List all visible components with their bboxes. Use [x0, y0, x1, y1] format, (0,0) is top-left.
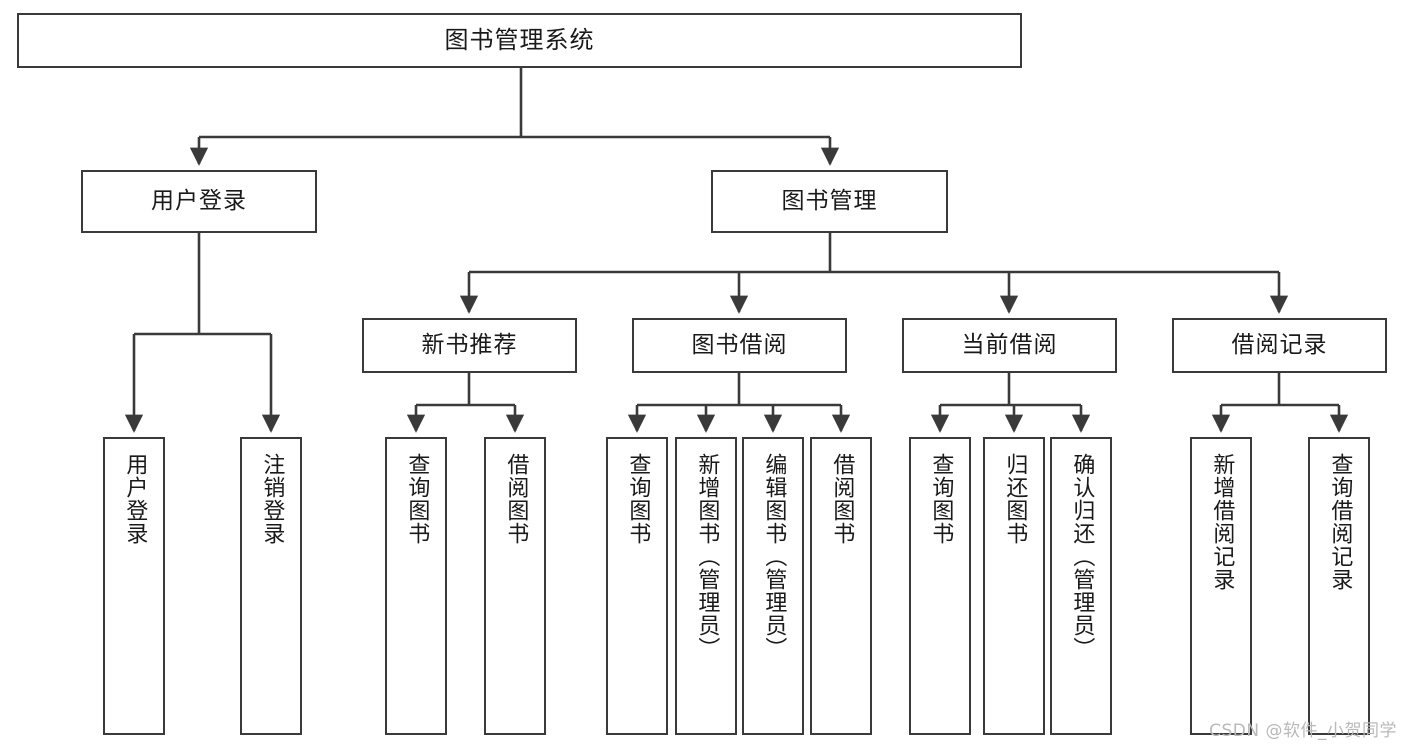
node-leaf-query-book-borrow-label: 查询图书 [625, 453, 651, 545]
node-leaf-query-record-label: 查询借阅记录 [1327, 453, 1353, 591]
node-user-login[interactable]: 用户登录 [81, 170, 317, 233]
node-leaf-user-logout-label: 注销登录 [259, 453, 285, 545]
node-borrow-record[interactable]: 借阅记录 [1172, 318, 1387, 373]
node-leaf-query-book-current[interactable]: 查询图书 [909, 437, 971, 735]
node-leaf-user-login[interactable]: 用户登录 [103, 437, 165, 735]
node-leaf-borrow-book[interactable]: 借阅图书 [810, 437, 872, 735]
node-user-login-label: 用户登录 [151, 187, 247, 214]
node-leaf-query-book-borrow[interactable]: 查询图书 [606, 437, 668, 735]
node-current-borrow-label: 当前借阅 [961, 331, 1058, 358]
node-leaf-query-book-current-label: 查询图书 [928, 453, 954, 545]
node-leaf-return-book[interactable]: 归还图书 [983, 437, 1045, 735]
node-leaf-user-login-label: 用户登录 [122, 453, 148, 545]
node-current-borrow[interactable]: 当前借阅 [902, 318, 1117, 373]
node-leaf-borrow-book-rec-label: 借阅图书 [503, 453, 529, 545]
node-leaf-edit-book[interactable]: 编辑图书（管理员） [742, 437, 804, 735]
node-leaf-user-logout[interactable]: 注销登录 [240, 437, 302, 735]
node-book-borrow-label: 图书借阅 [691, 331, 788, 358]
node-leaf-query-book-rec-label: 查询图书 [404, 453, 430, 545]
node-book-borrow[interactable]: 图书借阅 [632, 318, 847, 373]
node-new-book-rec[interactable]: 新书推荐 [362, 318, 577, 373]
node-leaf-confirm-return-label: 确认归还（管理员） [1069, 453, 1095, 660]
node-book-manage-label: 图书管理 [781, 187, 878, 214]
watermark: CSDN @软件_小贺同学 [1209, 721, 1397, 741]
node-leaf-borrow-book-label: 借阅图书 [829, 453, 855, 545]
node-leaf-add-record[interactable]: 新增借阅记录 [1190, 437, 1252, 735]
node-leaf-query-record[interactable]: 查询借阅记录 [1308, 437, 1370, 735]
node-leaf-return-book-label: 归还图书 [1002, 453, 1028, 545]
node-book-manage[interactable]: 图书管理 [711, 170, 948, 233]
node-leaf-add-book-label: 新增图书（管理员） [694, 453, 720, 660]
node-leaf-query-book-rec[interactable]: 查询图书 [385, 437, 447, 735]
node-leaf-edit-book-label: 编辑图书（管理员） [761, 453, 787, 660]
node-leaf-add-record-label: 新增借阅记录 [1209, 453, 1235, 591]
node-leaf-confirm-return[interactable]: 确认归还（管理员） [1050, 437, 1112, 735]
node-leaf-borrow-book-rec[interactable]: 借阅图书 [484, 437, 546, 735]
node-root-label: 图书管理系统 [444, 26, 595, 55]
node-new-book-rec-label: 新书推荐 [421, 331, 518, 358]
node-borrow-record-label: 借阅记录 [1231, 331, 1328, 358]
node-root[interactable]: 图书管理系统 [17, 13, 1022, 68]
node-leaf-add-book[interactable]: 新增图书（管理员） [675, 437, 737, 735]
